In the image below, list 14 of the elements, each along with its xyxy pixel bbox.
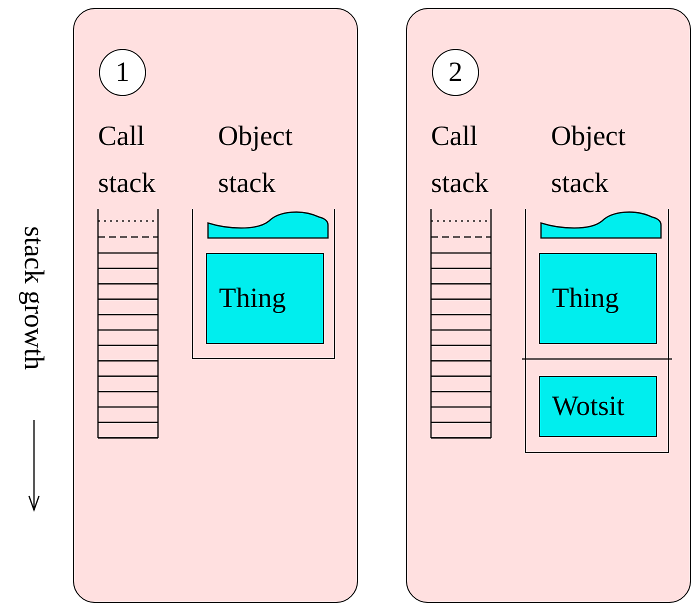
step-number: 2 <box>432 49 479 96</box>
stack-heading: Object stack <box>551 120 627 201</box>
stack-heading: Object stack <box>218 120 294 201</box>
stack-heading: Call stack <box>431 120 490 201</box>
overflow-blob <box>207 211 329 239</box>
overflow-blob <box>540 211 662 239</box>
object-block: Wotsit <box>539 376 657 437</box>
panel-background <box>406 8 691 603</box>
stack-heading: Call stack <box>98 120 157 201</box>
object-block: Thing <box>539 253 657 344</box>
object-block: Thing <box>206 253 324 344</box>
step-number: 1 <box>99 49 146 96</box>
axis-label: stack growth <box>17 225 49 372</box>
panel-background <box>73 8 358 603</box>
